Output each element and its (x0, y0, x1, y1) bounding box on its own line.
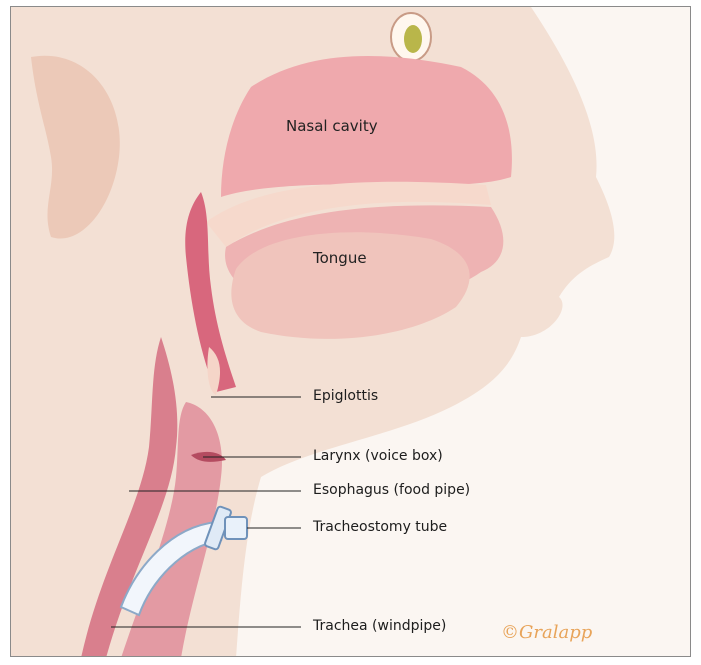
larynx-label: Larynx (voice box) (313, 449, 443, 463)
anatomy-illustration: Nasal cavity Tongue Epiglottis Larynx (v… (10, 6, 691, 657)
iris-shape (404, 25, 422, 53)
tube-connector (225, 517, 247, 539)
head-neck-cross-section (11, 7, 691, 657)
esophagus-label: Esophagus (food pipe) (313, 483, 470, 497)
tongue-label: Tongue (313, 251, 367, 266)
nasal-cavity-label: Nasal cavity (286, 119, 378, 134)
tracheostomy-tube-label: Tracheostomy tube (313, 520, 447, 534)
artist-signature: ©Gralapp (501, 622, 592, 643)
trachea-label: Trachea (windpipe) (313, 619, 446, 633)
epiglottis-label: Epiglottis (313, 389, 378, 403)
